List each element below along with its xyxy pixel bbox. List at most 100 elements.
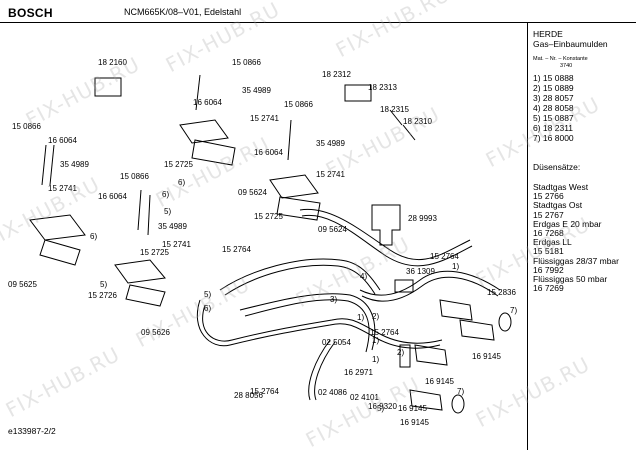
part-number-label: 36 1309 <box>406 267 435 276</box>
part-number-label: 16 9145 <box>425 377 454 386</box>
nozzle-item: Erdgas LL <box>533 237 572 248</box>
part-number-label: 16 6064 <box>193 98 222 107</box>
part-number-label: 16 6064 <box>254 148 283 157</box>
variant-marker-label: 2) <box>397 348 405 357</box>
part-number-label: 16 9145 <box>472 352 501 361</box>
burner-body <box>276 196 321 221</box>
part-number-label: 18 2312 <box>322 70 351 79</box>
part-number-label: 18 2313 <box>368 83 397 92</box>
burner-body <box>179 119 229 144</box>
variant-item: 6) 18 2311 <box>533 123 574 133</box>
gas-pipe <box>301 214 473 267</box>
part-number-label: 35 4989 <box>242 86 271 95</box>
part-number-label: 28 9993 <box>408 214 437 223</box>
gas-pipe <box>299 208 471 260</box>
part-number-label: 18 2315 <box>380 105 409 114</box>
part-number-label: 15 2764 <box>222 245 251 254</box>
nozzle-item: Flüssiggas 28/37 mbar <box>533 255 619 266</box>
variant-item: 4) 28 8058 <box>533 103 574 113</box>
part-number-label: 15 0866 <box>284 100 313 109</box>
nozzle-item: Stadtgas West <box>533 182 589 192</box>
variant-marker-label: 3) <box>330 295 338 304</box>
part-number-label: 15 2726 <box>88 291 117 300</box>
nozzle-item: 15 5181 <box>533 246 564 257</box>
gas-valve <box>414 344 448 366</box>
part-number-label: 15 0866 <box>232 58 261 67</box>
gas-pipe <box>361 276 499 302</box>
gas-pipe <box>202 304 443 344</box>
part-number-label: 18 2310 <box>403 117 432 126</box>
manufacturer-label: HERDE <box>533 29 563 39</box>
gas-valve <box>439 299 473 321</box>
burner-body <box>114 259 166 284</box>
thermocouple <box>49 144 55 186</box>
model-title: NCM665K/08–V01, Edelstahl <box>124 7 242 17</box>
part-number-label: 16 6064 <box>48 136 77 145</box>
variant-marker-label: 1) <box>372 336 380 345</box>
variant-marker-label: 4) <box>360 272 368 281</box>
header-bar: BOSCH NCM665K/08–V01, Edelstahl <box>0 0 636 22</box>
connector-block <box>344 84 372 102</box>
gas-pipe <box>219 258 381 291</box>
variant-marker-label: 1) <box>452 262 460 271</box>
part-number-label: 18 2160 <box>98 58 127 67</box>
gas-pipe <box>239 293 376 351</box>
category-label: Gas–Einbaumulden <box>533 39 608 49</box>
burner-body <box>39 239 81 266</box>
part-number-label: 15 2725 <box>164 160 193 169</box>
variant-marker-label: 7) <box>510 306 518 315</box>
variant-marker-label: 7) <box>457 387 465 396</box>
part-number-label: 15 2764 <box>370 328 399 337</box>
right-panel-divider <box>527 22 528 450</box>
part-number-label: 09 5624 <box>318 225 347 234</box>
connector-block <box>394 279 414 293</box>
table-head: Mat. – Nr. – Konstante <box>533 56 588 62</box>
variant-item: 7) 16 8000 <box>533 133 574 143</box>
part-number-label: 16 9320 <box>368 402 397 411</box>
nozzle-item: Stadtgas Ost <box>533 200 583 211</box>
part-number-label: 02 5054 <box>322 338 351 347</box>
table-sub: 3740 <box>560 63 573 69</box>
part-number-label: 16 9145 <box>398 404 427 413</box>
part-number-label: 09 5625 <box>8 280 37 289</box>
variant-marker-label: 6) <box>162 190 170 199</box>
variant-marker-label: 2) <box>372 312 380 321</box>
part-number-label: 28 8056 <box>234 391 263 400</box>
nozzle-item: 16 7268 <box>533 228 564 238</box>
variant-item: 2) 15 0889 <box>533 83 574 93</box>
thermocouple <box>287 119 292 161</box>
variant-item: 3) 28 8057 <box>533 93 574 103</box>
variant-item: 1) 15 0888 <box>533 73 574 83</box>
part-number-label: 16 6064 <box>98 192 127 201</box>
part-number-label: 15 2836 <box>487 288 516 297</box>
thermocouple <box>195 74 201 111</box>
variant-marker-label: 6) <box>178 178 186 187</box>
gas-valve <box>459 319 495 341</box>
part-number-label: 02 4101 <box>350 393 379 402</box>
thermocouple <box>137 189 142 231</box>
variant-marker-label: 6) <box>204 304 212 313</box>
gas-valve <box>409 389 443 411</box>
part-number-label: 15 0866 <box>12 122 41 131</box>
connector-block <box>399 344 411 368</box>
part-number-label: 15 0866 <box>120 172 149 181</box>
document-id: e133987-2/2 <box>8 426 56 436</box>
part-number-label: 35 4989 <box>316 139 345 148</box>
ignition-lead <box>402 124 416 141</box>
nozzle-item: 15 2767 <box>533 209 564 220</box>
thermocouple <box>41 144 47 186</box>
part-number-label: 09 5624 <box>238 188 267 197</box>
nozzle-item: 16 7269 <box>533 283 564 294</box>
part-number-label: 16 2971 <box>344 368 373 377</box>
nozzle-item: 15 2766 <box>533 191 564 202</box>
part-number-label: 09 5626 <box>141 328 170 337</box>
thermocouple <box>147 194 151 236</box>
variant-marker-label: 5) <box>164 207 172 216</box>
nozzle-item: Flüssiggas 50 mbar <box>533 274 608 284</box>
part-number-label: 15 2741 <box>162 240 191 249</box>
burner-body <box>125 284 166 307</box>
variant-item: 5) 15 0887 <box>533 113 574 123</box>
burner-body <box>269 174 319 199</box>
part-number-label: 15 2725 <box>254 212 283 221</box>
ignition-lead <box>389 109 403 126</box>
